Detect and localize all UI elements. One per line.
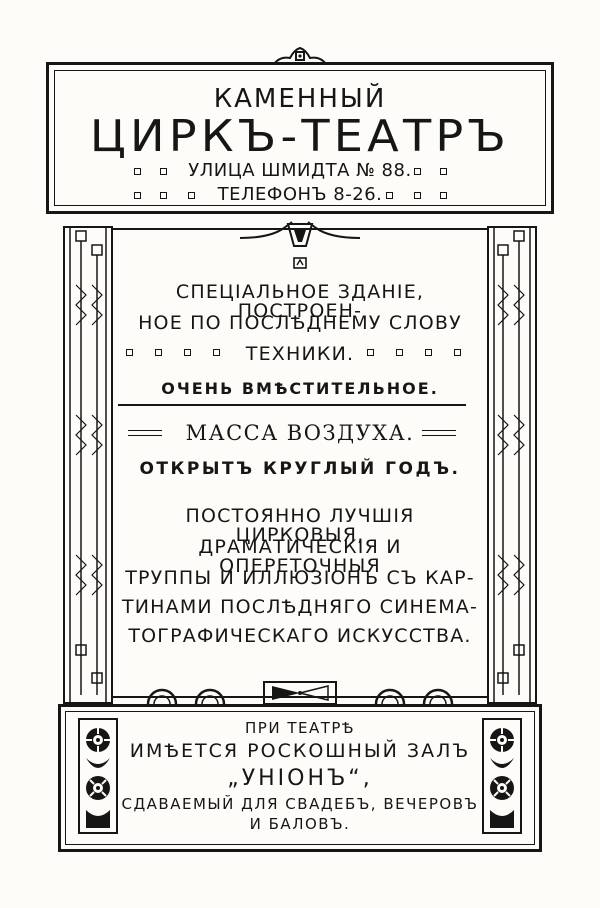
air-line: МАССА ВОЗДУХА. — [185, 421, 415, 445]
hall-rental-line: СДАВАЕМЫЙ ДЛЯ СВАДЕБЪ, ВЕЧЕРОВЪ — [121, 795, 479, 813]
hall-name: „УНІОНЪ“, — [227, 766, 373, 791]
right-rosette-column-icon — [482, 718, 522, 834]
header-frame — [46, 62, 554, 214]
dash-ornament — [128, 430, 162, 431]
dash-ornament — [422, 430, 456, 431]
square-ornament-icon — [134, 192, 141, 199]
footer-frame — [58, 704, 542, 852]
left-rosette-column-icon — [78, 718, 118, 834]
troupes-line-5: ТОГРАФИЧЕСКАГО ИСКУССТВА. — [128, 625, 472, 647]
square-ornament-icon — [386, 192, 393, 199]
hall-balls-line: И БАЛОВЪ. — [249, 815, 351, 833]
feature-line-2: НОЕ ПО ПОСЛѢДНЕМУ СЛОВУ — [138, 312, 462, 334]
troupes-line-3: ТРУППЫ И ИЛЛЮЗІОНЪ СЪ КАР- — [125, 567, 475, 589]
square-ornament-icon — [160, 168, 167, 175]
square-ornament-icon — [367, 349, 374, 356]
left-column-ornament-icon — [63, 226, 113, 704]
square-ornament-icon — [425, 349, 432, 356]
square-ornament-icon — [414, 192, 421, 199]
dash-ornament — [422, 435, 456, 436]
square-ornament-icon — [440, 192, 447, 199]
square-ornament-icon — [155, 349, 162, 356]
crown-ornament-icon — [273, 46, 327, 65]
hall-intro-line: ПРИ ТЕАТРѢ — [245, 719, 355, 737]
square-ornament-icon — [188, 192, 195, 199]
square-ornament-icon — [454, 349, 461, 356]
title-big: ЦИРКЪ-ТЕАТРЪ — [89, 111, 511, 162]
square-ornament-icon — [126, 349, 133, 356]
right-column-ornament-icon — [487, 226, 537, 704]
hall-line: ИМѢЕТСЯ РОСКОШНЫЙ ЗАЛЪ — [129, 740, 471, 762]
square-ornament-icon — [414, 168, 421, 175]
dash-ornament — [128, 435, 162, 436]
divider-rule — [118, 404, 466, 406]
square-ornament-icon — [134, 168, 141, 175]
square-ornament-icon — [396, 349, 403, 356]
feature-line-1: СПЕЦІАЛЬНОЕ ЗДАНІЕ, ПОСТРОЕН- — [175, 281, 425, 322]
feature-line-3: ТЕХНИКИ. — [245, 343, 355, 365]
square-ornament-icon — [184, 349, 191, 356]
phone-number: ТЕЛЕФОНЪ 8-26. — [217, 184, 383, 205]
open-year-line: ОТКРЫТЪ КРУГЛЫЙ ГОДЪ. — [139, 459, 461, 479]
square-ornament-icon — [213, 349, 220, 356]
capacity-line: ОЧЕНЬ ВМѢСТИТЕЛЬНОЕ. — [161, 379, 439, 398]
troupes-line-1: ПОСТОЯННО ЛУЧШІЯ ЦИРКОВЫЯ, — [185, 505, 415, 546]
troupes-line-4: ТИНАМИ ПОСЛѢДНЯГО СИНЕМА- — [121, 596, 479, 618]
troupes-line-2: ДРАМАТИЧЕСКІЯ И ОПЕРЕТОЧНЫЯ — [198, 536, 402, 577]
square-ornament-icon — [440, 168, 447, 175]
title-small: КАМЕННЫЙ — [213, 84, 387, 114]
street-address: УЛИЦА ШМИДТА № 88. — [188, 160, 412, 181]
square-ornament-icon — [160, 192, 167, 199]
